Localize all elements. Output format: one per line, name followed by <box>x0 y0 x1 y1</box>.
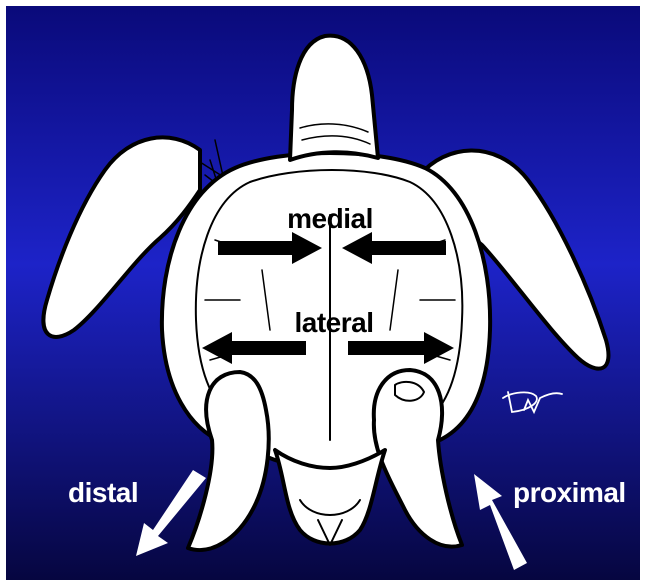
proximal-label: proximal <box>513 477 626 508</box>
lateral-label: lateral <box>295 307 374 338</box>
medial-label: medial <box>287 203 373 234</box>
distal-label: distal <box>68 477 138 508</box>
